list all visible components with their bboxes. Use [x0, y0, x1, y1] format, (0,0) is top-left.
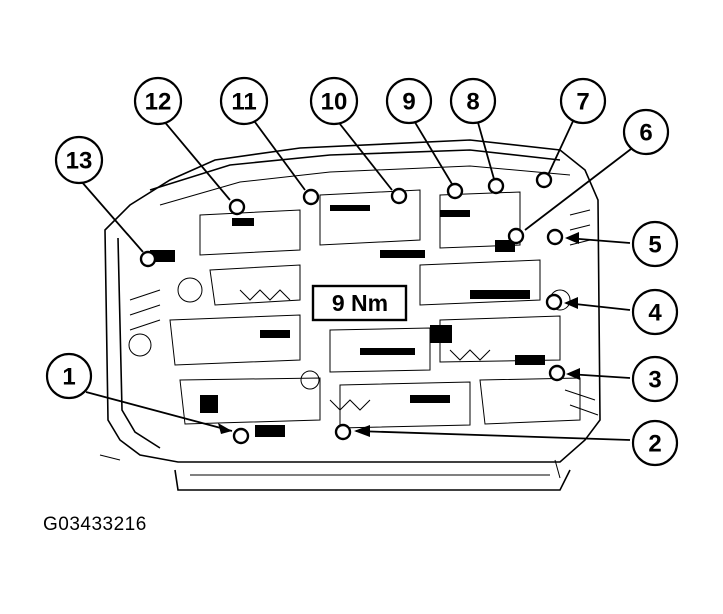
callout-7: 7 [559, 77, 607, 125]
callout-11-label: 11 [231, 89, 256, 116]
callout-7-label: 7 [576, 89, 589, 116]
callout-8-label: 8 [466, 89, 479, 116]
callout-6-label: 6 [639, 120, 652, 147]
bolt-7 [535, 171, 553, 189]
bolt-13 [139, 250, 157, 268]
callout-4: 4 [631, 288, 679, 336]
bolt-4 [545, 293, 563, 311]
callout-2-label: 2 [648, 431, 661, 458]
callout-3-label: 3 [648, 367, 661, 394]
callout-5-label: 5 [648, 232, 661, 259]
callout-3: 3 [631, 355, 679, 403]
bolt-6 [507, 227, 525, 245]
bolt-10 [390, 187, 408, 205]
callout-5: 5 [631, 220, 679, 268]
callout-10: 10 [309, 76, 359, 126]
torque-spec-box: 9 Nm [311, 284, 408, 322]
bolt-9 [446, 182, 464, 200]
bolt-locations [139, 171, 566, 445]
callout-12: 12 [133, 76, 183, 126]
callout-12-label: 12 [145, 89, 172, 116]
callout-9: 9 [385, 77, 433, 125]
callout-13-label: 13 [66, 148, 93, 175]
callout-11: 11 [219, 76, 269, 126]
callout-13: 13 [54, 135, 104, 185]
callout-9-label: 9 [402, 89, 415, 116]
callout-8: 8 [449, 77, 497, 125]
callout-4-label: 4 [648, 300, 662, 327]
figure-code: G03433216 [43, 514, 147, 535]
bolt-11 [302, 188, 320, 206]
callout-2: 2 [631, 419, 679, 467]
bolt-8 [487, 177, 505, 195]
callout-10-label: 10 [321, 89, 348, 116]
bolt-2 [334, 423, 352, 441]
torque-spec-label: 9 Nm [332, 290, 388, 316]
callout-1-label: 1 [62, 364, 75, 391]
bolt-5 [546, 228, 564, 246]
bolt-12 [228, 198, 246, 216]
leader-lines [80, 117, 632, 441]
callout-6: 6 [622, 108, 670, 156]
bolt-3 [548, 364, 566, 382]
bolt-1 [232, 427, 250, 445]
valve-body-illustration [99, 139, 601, 491]
callout-1: 1 [45, 352, 93, 400]
